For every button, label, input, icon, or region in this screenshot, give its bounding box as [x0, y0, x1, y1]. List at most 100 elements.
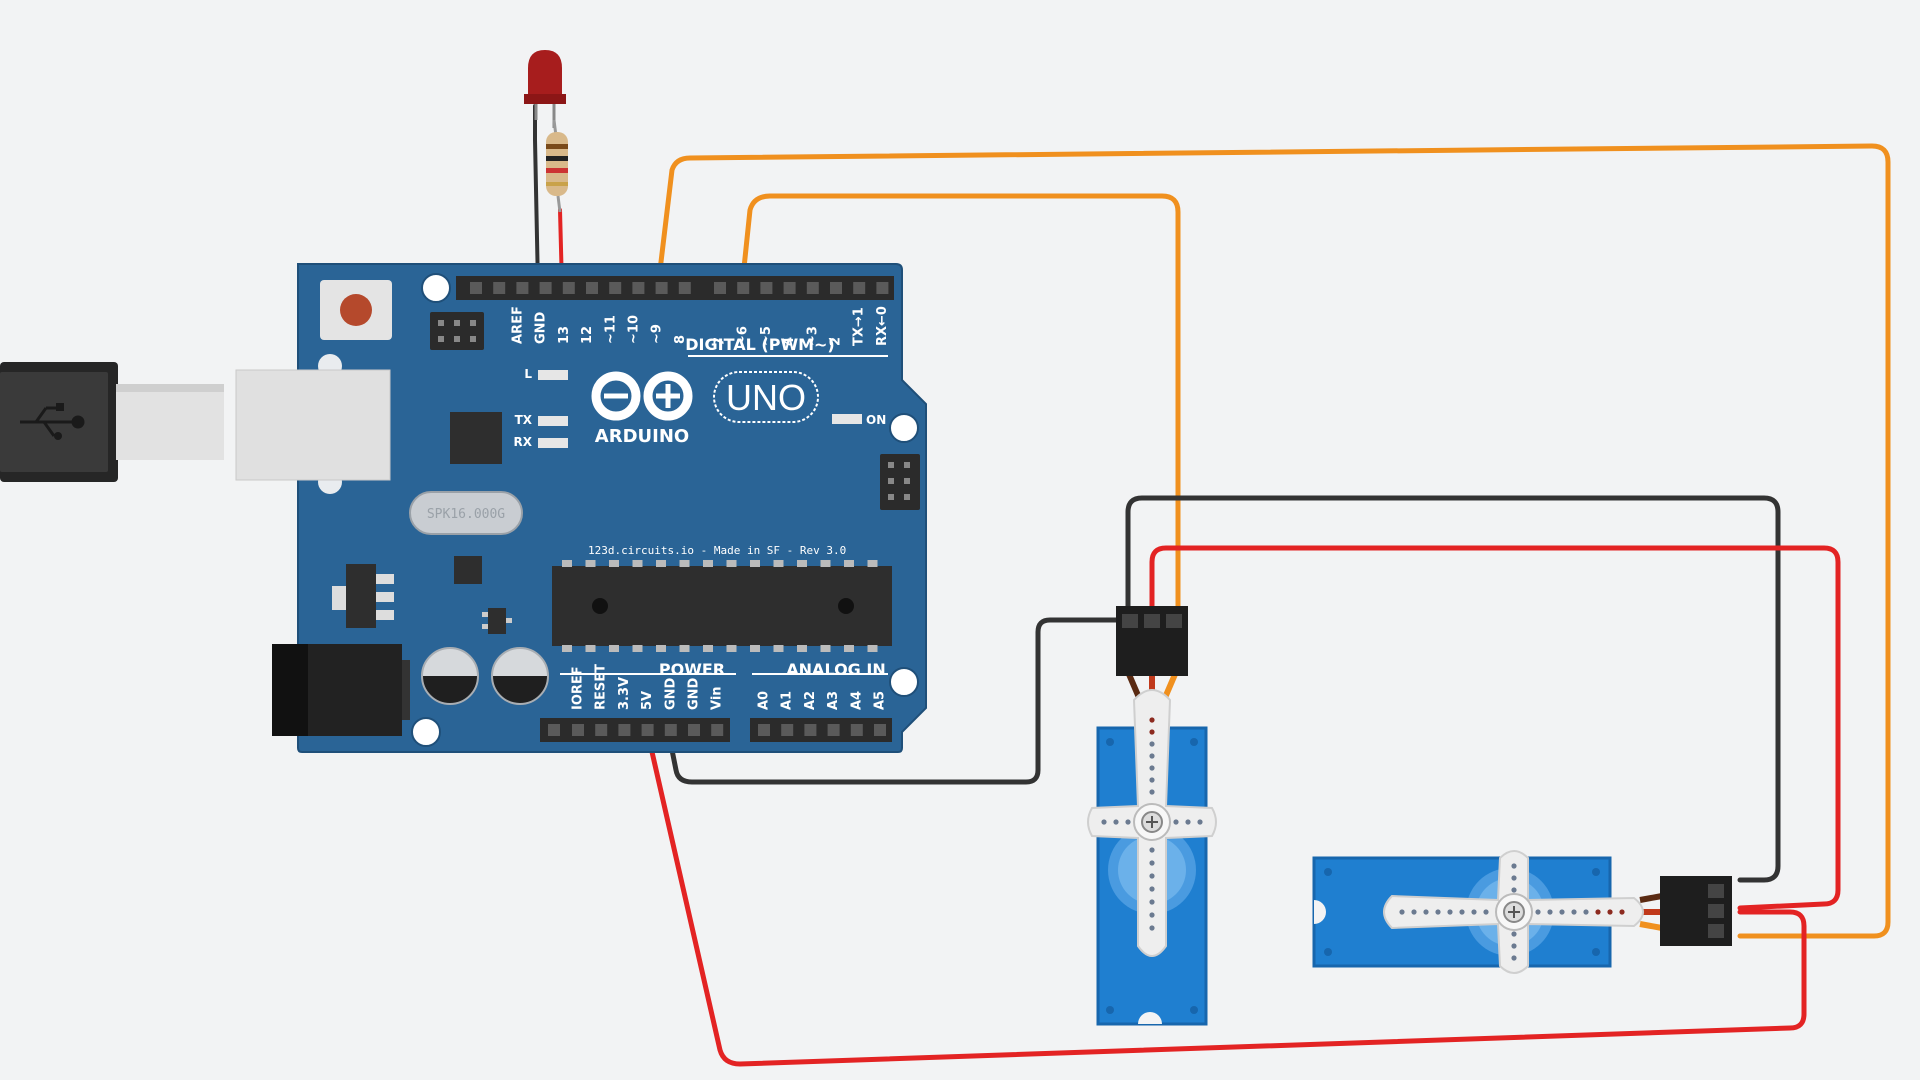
- small-transistor: [482, 608, 512, 634]
- power-pin[interactable]: [711, 724, 724, 736]
- svg-text:RX: RX: [514, 435, 533, 449]
- digital-pin-label: AREF: [511, 306, 526, 344]
- digital-header-right: [704, 276, 894, 300]
- wires: [533, 104, 1891, 1067]
- power-pin[interactable]: [595, 724, 608, 736]
- power-pin-label: GND: [687, 677, 702, 710]
- digital-pin[interactable]: [760, 282, 773, 294]
- digital-pin[interactable]: [609, 282, 622, 294]
- arduino-uno-board[interactable]: SPK16.000G: [235, 263, 927, 753]
- servo-2-horn[interactable]: [1383, 850, 1644, 974]
- digital-header-label: DIGITAL (PWM~): [685, 335, 834, 354]
- analog-pin[interactable]: [874, 724, 886, 736]
- digital-pin[interactable]: [655, 282, 668, 294]
- wire-black-led-gnd[interactable]: [533, 104, 540, 289]
- digital-pin[interactable]: [470, 282, 482, 294]
- power-header: [540, 718, 730, 742]
- power-pin-label: GND: [663, 677, 678, 710]
- digital-pin-label: 7: [713, 337, 728, 346]
- analog-pin-label: A2: [803, 691, 818, 710]
- wire-orange-pin6-servo1[interactable]: [739, 193, 1181, 615]
- digital-pin-label: 13: [557, 326, 572, 344]
- wire-red-servo1-servo2[interactable]: [1149, 545, 1841, 911]
- digital-pin[interactable]: [516, 282, 529, 294]
- crystal: SPK16.000G: [409, 491, 523, 535]
- digital-pin-label: 2: [829, 337, 844, 346]
- small-chip: [454, 556, 482, 584]
- analog-pin[interactable]: [804, 724, 817, 736]
- analog-pin-label: A0: [757, 691, 772, 710]
- digital-pin-label: ~6: [736, 326, 751, 346]
- power-pin-label: 3.3V: [617, 677, 632, 710]
- digital-pin-label: ~10: [627, 315, 642, 344]
- digital-pin[interactable]: [493, 282, 506, 294]
- analog-header-label: ANALOG IN: [786, 660, 885, 679]
- digital-pin[interactable]: [539, 282, 552, 294]
- digital-pin[interactable]: [586, 282, 598, 294]
- wire-black-servo1-servo2[interactable]: [1125, 495, 1781, 883]
- analog-pin[interactable]: [758, 724, 770, 736]
- digital-pin[interactable]: [783, 282, 796, 294]
- resistor[interactable]: [546, 119, 568, 213]
- wire-orange-pin9-servo2[interactable]: [655, 143, 1891, 939]
- usb-chip: [450, 412, 502, 464]
- digital-pin[interactable]: [678, 282, 691, 294]
- power-pin-label: RESET: [594, 664, 609, 710]
- svg-text:TX: TX: [515, 413, 533, 427]
- voltage-regulator: [332, 564, 394, 628]
- led-indicator-tx: TX: [515, 413, 568, 427]
- icsp-header-right: [880, 454, 920, 510]
- power-header-label: POWER: [659, 660, 725, 679]
- power-pin[interactable]: [572, 724, 584, 736]
- dc-power-jack[interactable]: [272, 644, 410, 736]
- digital-pin[interactable]: [830, 282, 842, 294]
- mounting-hole: [411, 717, 441, 747]
- digital-pin-label: ~5: [759, 326, 774, 346]
- wire-black-gnd-servo1[interactable]: [665, 617, 1125, 785]
- servo-1-horn[interactable]: [1087, 689, 1217, 957]
- servo-motor-2[interactable]: [1312, 850, 1732, 974]
- digital-pin[interactable]: [714, 282, 726, 294]
- capacitor: [491, 647, 549, 705]
- analog-pin[interactable]: [781, 724, 794, 736]
- power-pin-label: IOREF: [571, 666, 586, 710]
- power-pin[interactable]: [664, 724, 677, 736]
- digital-pin[interactable]: [853, 282, 866, 294]
- usb-jack: [235, 369, 391, 481]
- arduino-logo: [591, 371, 693, 421]
- red-led[interactable]: [524, 50, 566, 128]
- servo-1-connector[interactable]: [1116, 606, 1188, 676]
- servo-2-connector[interactable]: [1660, 876, 1732, 946]
- usb-cable[interactable]: [0, 362, 224, 482]
- digital-pin-label: 8: [673, 335, 688, 344]
- digital-pin[interactable]: [562, 282, 575, 294]
- icsp-header-top: [430, 312, 484, 350]
- power-pin[interactable]: [688, 724, 700, 736]
- mounting-hole: [889, 667, 919, 697]
- analog-pin-label: A5: [873, 691, 888, 710]
- digital-pin-label: GND: [534, 311, 549, 344]
- digital-pin[interactable]: [632, 282, 645, 294]
- digital-pin[interactable]: [876, 282, 889, 294]
- digital-pin-label: ~3: [805, 326, 820, 346]
- digital-pin-label: ~11: [603, 315, 618, 344]
- crystal-label: SPK16.000G: [427, 507, 505, 522]
- reset-button[interactable]: [320, 280, 392, 340]
- analog-pin[interactable]: [850, 724, 863, 736]
- digital-pin-label: ~9: [650, 324, 665, 344]
- power-pin[interactable]: [641, 724, 654, 736]
- digital-pin[interactable]: [806, 282, 819, 294]
- analog-pin[interactable]: [827, 724, 840, 736]
- digital-pin[interactable]: [737, 282, 750, 294]
- wire-red-5v-servo2[interactable]: [644, 727, 1807, 1067]
- analog-header: [750, 718, 892, 742]
- power-pin[interactable]: [618, 724, 631, 736]
- usb-symbol-icon: [20, 403, 85, 440]
- led-indicator-rx: RX: [514, 435, 568, 449]
- mounting-hole: [889, 413, 919, 443]
- power-pin[interactable]: [548, 724, 560, 736]
- atmega-chip: [552, 560, 892, 652]
- servo-motor-1[interactable]: [1087, 606, 1217, 1026]
- brand-label: ARDUINO: [595, 426, 689, 447]
